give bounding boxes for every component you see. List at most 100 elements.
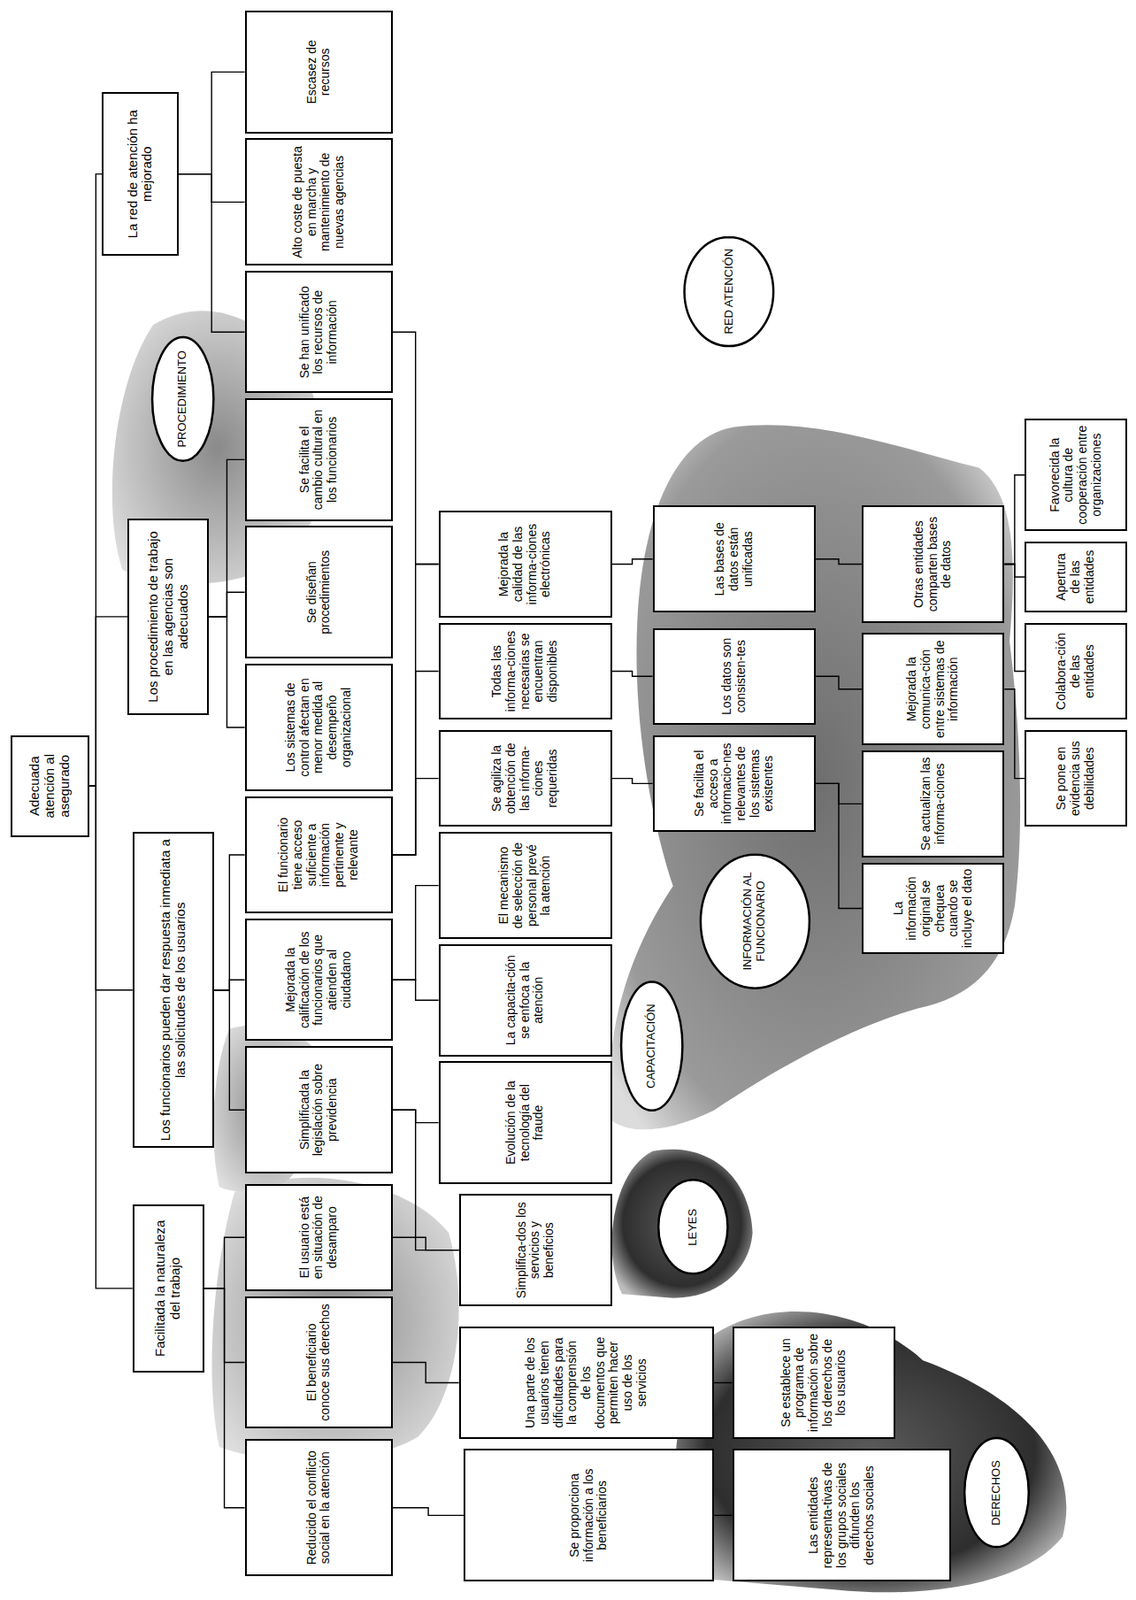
process-box: Simplifica-dos los servicios y beneficio…: [459, 1193, 613, 1306]
node-text-group: Favorecida la cultura de cooperación ent…: [1048, 424, 1105, 525]
ellipse-label: DERECHOS: [963, 1436, 1030, 1550]
process-box: Las bases de datos están unificadas: [652, 505, 816, 613]
node-text-group: Apertura de las entidades: [1054, 547, 1097, 607]
node-text-group: Las bases de datos están unificadas: [713, 511, 755, 607]
box-text: La capacita-ción se enfoca a la atención: [504, 950, 546, 1051]
process-box: El beneficiario conoce sus derechos: [245, 1296, 393, 1429]
box-text: La red de atención ha mejorado: [125, 98, 156, 249]
process-box: Mejorada la calidad de las informa-cione…: [438, 510, 613, 618]
box-text: Se proporciona información a los benefic…: [568, 1454, 610, 1575]
box-text: Se diseñan procedimientos: [305, 531, 333, 653]
process-box: Favorecida la cultura de cooperación ent…: [1024, 418, 1127, 531]
tree-connector: [815, 782, 862, 804]
process-box: Otras entidades comparten bases de datos: [861, 505, 1005, 623]
tree-connector: [815, 782, 862, 908]
node-text-group: La red de atención ha mejorado: [125, 98, 156, 249]
process-box: La red de atención ha mejorado: [101, 92, 178, 255]
node-text-group: Mejorada la calidad de las informa-cione…: [497, 516, 553, 612]
node-text-group: El usuario está en situación de desampar…: [298, 1189, 340, 1285]
box-text: Se establece un programa de información …: [779, 1332, 849, 1433]
ellipse-label: RED ATENCIÓN: [683, 235, 776, 348]
tree-connector: [392, 885, 439, 981]
process-box: El usuario está en situación de desampar…: [245, 1183, 393, 1291]
box-text: Evolución de la tecnología del fraude: [504, 1066, 546, 1177]
tree-connector: [204, 1288, 246, 1508]
node-text-group: Se pone en evidencia sus debilidades: [1054, 736, 1097, 821]
tree-connector: [89, 785, 132, 991]
tree-connector: [815, 675, 862, 689]
tree-connector: [89, 174, 102, 787]
shaded-region: [612, 1149, 753, 1298]
node-text-group: Reducido el conflicto social en la atenc…: [305, 1444, 333, 1571]
box-text: Se han unificado los recursos de informa…: [298, 276, 340, 387]
node-text-group: Simplificada la legislación sobre previd…: [298, 1051, 340, 1167]
node-text-group: Mejorada la comunica-ción entre sistemas…: [905, 638, 961, 739]
node-text-group: INFORMACIÓN AL FUNCIONARIO: [741, 860, 768, 982]
box-text: La información original se chequea cuand…: [891, 868, 975, 949]
box-text: Se facilita el cambio cultural en los fu…: [298, 404, 340, 515]
node-text-group: El beneficiario conoce sus derechos: [305, 1302, 333, 1423]
process-box: Colabora-ción de las entidades: [1024, 622, 1127, 720]
node-text-group: La capacita-ción se enfoca a la atención: [504, 950, 546, 1051]
process-box: Se establece un programa de información …: [732, 1326, 896, 1439]
node-text-group: Se facilita el cambio cultural en los fu…: [298, 404, 340, 515]
process-box: La capacita-ción se enfoca a la atención: [438, 944, 613, 1057]
node-text-group: Se actualizan las informa-ciones: [919, 756, 947, 852]
box-text: Se facilita el acceso a informacio-nes r…: [692, 741, 776, 826]
ellipse-text: PROCEDIMIENTO: [176, 350, 190, 448]
node-text-group: Se proporciona información a los benefic…: [568, 1454, 610, 1575]
process-box: Se pone en evidencia sus debilidades: [1024, 729, 1127, 827]
tree-connector: [392, 1361, 460, 1382]
process-box: Evolución de la tecnología del fraude: [438, 1060, 613, 1183]
box-text: Mejorada la calidad de las informa-cione…: [497, 516, 553, 612]
process-box: Se diseñan procedimientos: [245, 525, 393, 659]
tree-connector: [178, 174, 246, 333]
process-box: Se actualizan las informa-ciones: [861, 750, 1005, 858]
process-box: Alto coste de puesta en marcha y manteni…: [245, 138, 393, 266]
process-box: Reducido el conflicto social en la atenc…: [245, 1438, 393, 1577]
node-text-group: Los funcionarios pueden dar respuesta in…: [158, 837, 189, 1142]
node-text-group: Otras entidades comparten bases de datos: [912, 511, 954, 617]
box-text: Adecuada atención al asegurado: [27, 741, 72, 831]
process-box: El funcionario tiene acceso suficiente a…: [245, 796, 393, 914]
tree-connector: [204, 1236, 246, 1289]
shaded-region: [675, 1311, 1067, 1592]
shaded-region: [211, 1177, 459, 1461]
tree-connector: [1004, 564, 1025, 577]
node-text-group: Los sistemas de control afectan en menor…: [284, 669, 354, 785]
node-text-group: Adecuada atención al asegurado: [27, 741, 72, 831]
tree-connector: [208, 616, 245, 728]
tree-connector: [612, 559, 653, 565]
tree-connector: [815, 559, 862, 565]
node-text-group: Simplifica-dos los servicios y beneficio…: [514, 1199, 557, 1300]
process-box: Mejorada la calificación de los funciona…: [245, 918, 393, 1041]
node-text-group: Alto coste de puesta en marcha y manteni…: [291, 144, 347, 260]
process-box: Todas las informa-ciones necesarias se e…: [438, 622, 613, 720]
tree-connector: [214, 854, 246, 991]
ellipse-text: DERECHOS: [990, 1459, 1004, 1526]
box-text: Mejorada la comunica-ción entre sistemas…: [905, 638, 961, 739]
tree-connector: [612, 778, 653, 784]
ellipse-label: CAPACITACIÓN: [620, 979, 684, 1113]
box-text: Apertura de las entidades: [1054, 547, 1097, 607]
box-text: Las entidades representa-tivas de los gr…: [806, 1454, 876, 1575]
node-text-group: CAPACITACIÓN: [644, 1003, 659, 1089]
tree-connector: [612, 671, 653, 677]
tree-connector: [392, 1236, 460, 1250]
tree-connector: [1004, 689, 1025, 779]
tree-connector: [178, 71, 246, 174]
ellipse-label: LEYES: [657, 1178, 730, 1275]
box-text: Se pone en evidencia sus debilidades: [1054, 736, 1097, 821]
box-text: Escasez de recursos: [305, 16, 333, 127]
node-text-group: Se han unificado los recursos de informa…: [298, 276, 340, 387]
node-text-group: Una parte de los usuarios tienen dificul…: [523, 1332, 649, 1433]
node-text-group: Colabora-ción de las entidades: [1054, 629, 1097, 714]
tree-connector: [208, 459, 245, 617]
process-box: El mecanismo de selección de personal pr…: [438, 831, 613, 939]
node-text-group: PROCEDIMIENTO: [176, 350, 190, 448]
node-text-group: Facilitada la naturaleza del trabajo: [153, 1210, 184, 1367]
tree-connector: [1004, 564, 1025, 672]
process-box: Los procedimiento de trabajo en las agen…: [127, 518, 209, 714]
